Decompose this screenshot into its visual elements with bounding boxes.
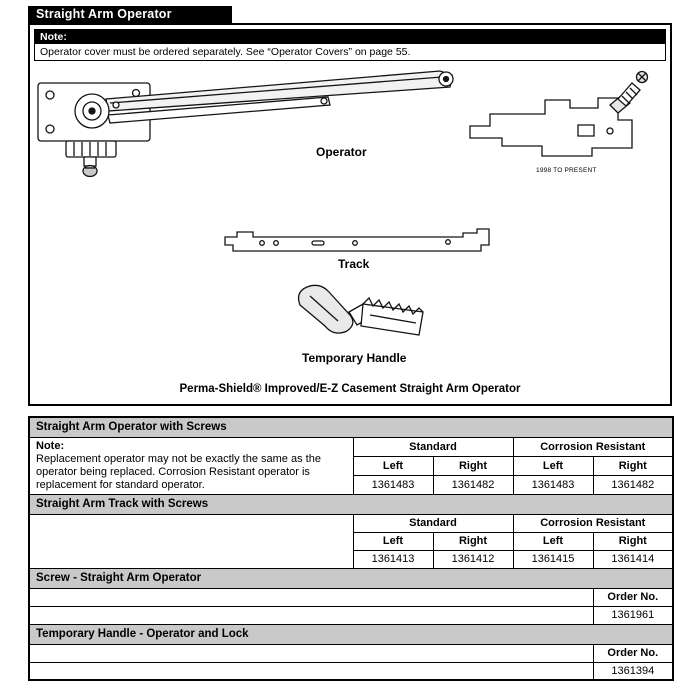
section-title-operator: Straight Arm Operator with Screws (28, 416, 674, 438)
table-row: Standard Corrosion Resistant (28, 513, 674, 569)
temporary-handle-label: Temporary Handle (302, 351, 407, 365)
operator-group-standard: Standard (352, 436, 514, 457)
screw-order-label: Order No. (592, 587, 674, 607)
table-row: 1361394 (28, 661, 674, 681)
part-number-cell: 1361482 (592, 474, 674, 495)
operator-col-header: Right (432, 455, 514, 476)
operator-col-header: Left (352, 455, 434, 476)
table-row: Order No. (28, 643, 674, 663)
operator-col-header: Left (512, 455, 594, 476)
section-title-screw: Screw - Straight Arm Operator (28, 567, 674, 589)
track-label: Track (338, 257, 370, 271)
operator-note-text: Replacement operator may not be exactly … (36, 452, 321, 491)
table-row: Order No. (28, 587, 674, 607)
diagram-art-area: Operator 1998 TO PRESENT Track Temporary… (30, 65, 670, 383)
temp-handle-empty-cell (28, 661, 594, 681)
table-row: 1361961 (28, 605, 674, 625)
operator-group-corrosion: Corrosion Resistant (512, 436, 674, 457)
table-row: Note: Replacement operator may not be ex… (28, 436, 674, 495)
part-number-cell: 1361413 (352, 549, 434, 569)
page-title: Straight Arm Operator (28, 6, 232, 23)
section-row-temp-handle: Temporary Handle - Operator and Lock (28, 623, 674, 645)
era-bracket-drawing (470, 72, 648, 157)
section-row-screw: Screw - Straight Arm Operator (28, 567, 674, 589)
screw-empty-cell (28, 605, 594, 625)
note-box: Note: Operator cover must be ordered sep… (34, 29, 666, 61)
note-text: Operator cover must be ordered separatel… (35, 44, 665, 60)
operator-drawing (38, 71, 453, 177)
operator-note-cell: Note: Replacement operator may not be ex… (28, 436, 354, 495)
track-col-header: Left (512, 531, 594, 551)
track-drawing (225, 229, 489, 251)
temp-handle-order-label: Order No. (592, 643, 674, 663)
part-number-cell: 1361412 (432, 549, 514, 569)
screw-empty-cell (28, 587, 594, 607)
part-number-cell: 1361414 (592, 549, 674, 569)
section-row-track: Straight Arm Track with Screws (28, 493, 674, 515)
part-number-cell: 1361483 (352, 474, 434, 495)
section-title-temp-handle: Temporary Handle - Operator and Lock (28, 623, 674, 645)
section-row-operator: Straight Arm Operator with Screws (28, 416, 674, 438)
track-group-corrosion: Corrosion Resistant (512, 513, 674, 533)
part-number-cell: 1361394 (592, 661, 674, 681)
part-number-cell: 1361483 (512, 474, 594, 495)
part-number-cell: 1361415 (512, 549, 594, 569)
table-row: Left Right Left Right (29, 531, 674, 551)
track-group-standard: Standard (352, 513, 514, 533)
operator-note-label: Note: (36, 439, 65, 452)
part-number-cell: 1361961 (592, 605, 674, 625)
note-label: Note: (35, 30, 665, 44)
era-label: 1998 TO PRESENT (536, 167, 597, 174)
diagram-art (30, 65, 670, 383)
parts-table: Straight Arm Operator with Screws Note: … (28, 416, 675, 681)
diagram-box: Note: Operator cover must be ordered sep… (28, 23, 672, 406)
diagram-caption: Perma-Shield® Improved/E-Z Casement Stra… (179, 383, 521, 395)
track-col-header: Right (592, 531, 674, 551)
track-col-header: Right (432, 531, 514, 551)
part-number-cell: 1361482 (432, 474, 514, 495)
track-col-header: Left (352, 531, 434, 551)
section-title-track: Straight Arm Track with Screws (28, 493, 674, 515)
operator-label: Operator (316, 145, 367, 159)
temp-handle-empty-cell (28, 643, 594, 663)
table-row: 1361483 1361482 1361483 1361482 (29, 474, 674, 495)
operator-col-header: Right (592, 455, 674, 476)
temporary-handle-drawing (299, 285, 423, 335)
track-empty-cell (28, 513, 354, 569)
